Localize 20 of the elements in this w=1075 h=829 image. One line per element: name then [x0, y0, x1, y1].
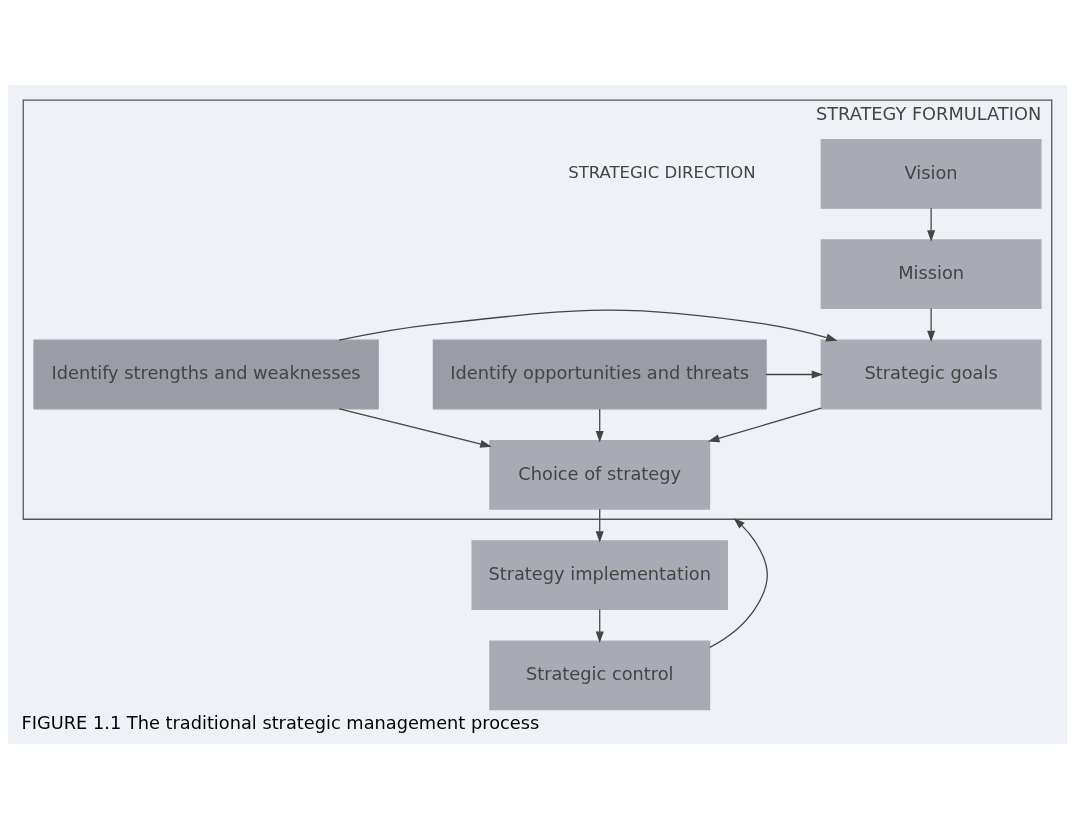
arrow [338, 408, 492, 448]
arrow [595, 608, 604, 644]
arrow [338, 309, 838, 342]
arrow [709, 517, 768, 648]
caption: FIGURE 1.1 The traditional strategic management process [21, 713, 540, 734]
node-box: Identify strengths and weaknesses [33, 339, 379, 410]
arrow [927, 207, 936, 242]
arrow [927, 307, 936, 343]
node-box: Mission [820, 239, 1042, 310]
arrow [765, 370, 824, 379]
node-box: Strategy implementation [471, 540, 728, 611]
arrow [595, 508, 604, 543]
arrow [708, 407, 822, 443]
arrow [595, 408, 604, 443]
label: STRATEGIC DIRECTION [568, 163, 756, 183]
node-box: Strategic control [489, 640, 711, 711]
node-box: Strategic goals [820, 339, 1042, 410]
node-box: Vision [820, 138, 1042, 209]
node-box: Identify opportunities and threats [432, 339, 767, 410]
node-box: Choice of strategy [489, 439, 711, 510]
